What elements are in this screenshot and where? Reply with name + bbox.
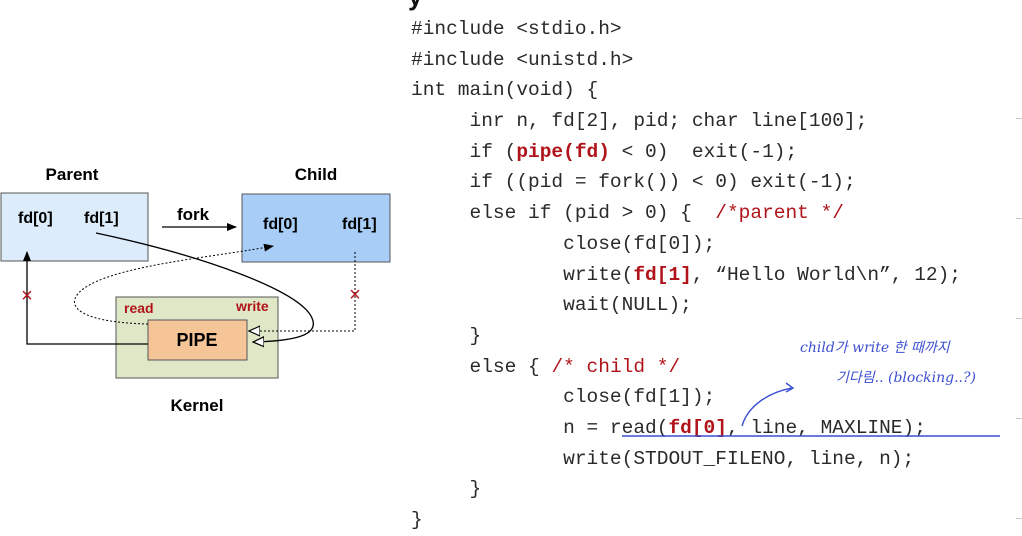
code-text: if ( bbox=[411, 140, 517, 163]
code-text: } bbox=[411, 478, 482, 501]
parent-box bbox=[0, 192, 149, 262]
handwritten-note-line2: 기다림.. (blocking..?) bbox=[836, 370, 976, 386]
code-text: else if (pid > 0) { bbox=[411, 202, 716, 225]
code-text: if ((pid = fork()) < 0) exit(-1); bbox=[411, 171, 856, 194]
pipe-fork-diagram: Parent Child fd[0] fd[1] fd[0] fd[1] for… bbox=[0, 165, 391, 415]
code-line: else { /* child */ bbox=[411, 352, 961, 383]
code-text: inr n, fd[2], pid; char line[100]; bbox=[411, 110, 868, 133]
parent-read-closed-mark: × bbox=[21, 285, 33, 307]
code-highlight: fd[1] bbox=[633, 263, 692, 286]
code-text: close(fd[1]); bbox=[411, 386, 716, 409]
code-text: int main(void) { bbox=[411, 79, 599, 102]
child-write-closed-mark: × bbox=[349, 284, 361, 306]
fork-label: fork bbox=[177, 205, 210, 224]
code-text: else { bbox=[411, 355, 552, 378]
parent-read-line bbox=[23, 251, 148, 345]
code-text: n = read( bbox=[411, 416, 669, 439]
code-text: #include <unistd.h> bbox=[411, 48, 634, 71]
code-line: wait(NULL); bbox=[411, 290, 961, 321]
code-line: } bbox=[411, 505, 961, 536]
code-highlight: fd[0] bbox=[668, 416, 727, 439]
code-comment: /*parent */ bbox=[715, 202, 844, 225]
code-line: #include <stdio.h> bbox=[411, 14, 961, 45]
parent-write-curve bbox=[95, 232, 314, 342]
code-text: write(STDOUT_FILENO, line, n); bbox=[411, 447, 915, 470]
code-line: #include <unistd.h> bbox=[411, 45, 961, 76]
code-line: n = read(fd[0], line, MAXLINE); bbox=[411, 413, 961, 444]
read-label: read bbox=[124, 300, 154, 316]
code-text: } bbox=[411, 509, 423, 531]
code-text: , line, MAXLINE); bbox=[726, 416, 926, 439]
edge-tick bbox=[1016, 518, 1022, 519]
cropped-heading-fragment: ÿ bbox=[408, 0, 422, 9]
child-fd1: fd[1] bbox=[342, 216, 377, 233]
child-read-curve bbox=[74, 243, 274, 325]
code-line: if ((pid = fork()) < 0) exit(-1); bbox=[411, 167, 961, 198]
code-text: , “Hello World\n”, 12); bbox=[691, 263, 962, 286]
code-listing: #include <stdio.h> #include <unistd.h> int… bbox=[411, 14, 961, 536]
pipe-box bbox=[147, 319, 248, 361]
write-label: write bbox=[235, 298, 269, 314]
pipe-label: PIPE bbox=[176, 330, 217, 350]
child-fd0: fd[0] bbox=[263, 216, 298, 233]
code-line: else if (pid > 0) { /*parent */ bbox=[411, 198, 961, 229]
code-text: #include <stdio.h> bbox=[411, 18, 622, 40]
code-line: write(STDOUT_FILENO, line, n); bbox=[411, 444, 961, 475]
code-line: close(fd[0]); bbox=[411, 229, 961, 260]
code-text: wait(NULL); bbox=[411, 294, 692, 317]
handwritten-note-line1: child가 write 한 때까지 bbox=[800, 340, 950, 356]
code-line: inr n, fd[2], pid; char line[100]; bbox=[411, 106, 961, 137]
code-comment: /* child */ bbox=[551, 355, 681, 378]
parent-fd1: fd[1] bbox=[84, 210, 119, 227]
code-highlight: pipe(fd) bbox=[516, 140, 610, 163]
code-line: if (pipe(fd) < 0) exit(-1); bbox=[411, 137, 961, 168]
edge-tick bbox=[1016, 418, 1022, 419]
code-text: close(fd[0]); bbox=[411, 232, 716, 255]
code-line: write(fd[1], “Hello World\n”, 12); bbox=[411, 260, 961, 291]
edge-tick bbox=[1016, 118, 1022, 119]
code-text: < 0) exit(-1); bbox=[609, 140, 798, 163]
code-line: int main(void) { bbox=[411, 75, 961, 106]
code-line: close(fd[1]); bbox=[411, 382, 961, 413]
edge-tick bbox=[1016, 218, 1022, 219]
edge-tick bbox=[1016, 318, 1022, 319]
parent-fd0: fd[0] bbox=[18, 210, 53, 227]
code-text: write( bbox=[411, 263, 634, 286]
child-label: Child bbox=[295, 165, 338, 184]
kernel-label: Kernel bbox=[171, 396, 224, 415]
code-line: } bbox=[411, 474, 961, 505]
parent-label: Parent bbox=[46, 165, 99, 184]
child-write-line bbox=[250, 252, 356, 331]
code-line: } bbox=[411, 321, 961, 352]
code-text: } bbox=[411, 324, 482, 347]
